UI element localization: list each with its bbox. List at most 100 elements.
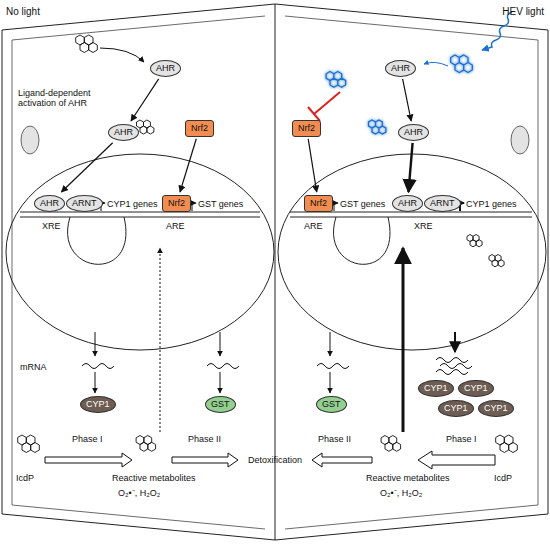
transcription-start <box>334 203 338 211</box>
transcription-start <box>192 203 196 211</box>
molecule <box>489 255 504 267</box>
receptor-ellipse: AHR <box>385 60 416 77</box>
molecule <box>369 120 386 134</box>
node-label: Nrf2 <box>298 123 315 133</box>
enzyme-ellipse: GST <box>316 396 347 413</box>
annotation: Phase II <box>188 434 221 444</box>
molecule <box>76 35 98 53</box>
phase-arrow <box>45 453 132 467</box>
arrow-connector <box>61 143 112 192</box>
arrow-connector <box>308 139 317 192</box>
transcription-factor-box: Nrf2 <box>292 120 321 137</box>
transcription-factor-box: Nrf2 <box>304 195 333 212</box>
node-label: GST <box>322 399 341 409</box>
molecule <box>451 55 473 73</box>
node-label: CYP1 <box>86 399 110 409</box>
node-label: AHR <box>156 63 175 73</box>
node-label: CYP1 <box>464 383 488 393</box>
panel-title: HEV light <box>502 6 544 18</box>
annotation: Phase I <box>72 434 103 444</box>
molecule <box>467 235 482 247</box>
receptor-ellipse: AHR <box>398 124 429 141</box>
enzyme-ellipse: CYP1 <box>458 380 494 397</box>
arrow <box>220 332 221 356</box>
annotation: XRE <box>42 221 61 231</box>
node-label: AHR <box>398 198 417 208</box>
node-label: AHR <box>404 127 423 137</box>
mrna <box>436 358 472 375</box>
annotation: GST genes <box>340 199 385 209</box>
node-label: ARNT <box>430 198 455 208</box>
annotation: ARE <box>304 221 323 231</box>
annotation: Detoxification <box>248 455 302 465</box>
annotation: XRE <box>414 221 433 231</box>
molecule <box>381 436 401 452</box>
annotation: Phase II <box>318 434 351 444</box>
transcription-start <box>460 203 464 211</box>
annotation: CYP1 genes <box>107 199 158 209</box>
phase-arrow <box>312 453 372 467</box>
panel-outline <box>2 4 548 540</box>
molecules <box>18 35 518 453</box>
annotation: IcdP <box>16 473 34 483</box>
annotation: Reactive metabolites <box>366 473 450 483</box>
arrow-connector <box>409 143 413 192</box>
arrow <box>330 372 331 393</box>
receptor-ellipse: ARNT <box>424 195 461 212</box>
panel-title: No light <box>6 6 40 18</box>
molecule <box>326 72 346 88</box>
arrow <box>424 62 448 66</box>
enzyme-ellipse: CYP1 <box>80 396 116 413</box>
feedback-arrow <box>402 248 405 432</box>
arrow <box>95 332 96 356</box>
node-label: CYP1 <box>484 403 508 413</box>
arrow <box>220 372 221 393</box>
node-label: CYP1 <box>424 383 448 393</box>
annotation: O₂•⁻, H₂O₂ <box>380 488 422 498</box>
mrna <box>207 364 239 369</box>
enzyme-ellipse: CYP1 <box>418 380 454 397</box>
inhibition <box>308 92 340 121</box>
annotation: ARE <box>166 221 185 231</box>
enzyme-ellipse: GST <box>205 396 236 413</box>
node-label: GST <box>211 399 230 409</box>
node-label: AHR <box>114 127 133 137</box>
receptor-ellipse: ARNT <box>66 195 103 212</box>
chaperone <box>21 126 39 154</box>
node-label: AHR <box>391 63 410 73</box>
receptor-ellipse: AHR <box>150 60 181 77</box>
node-label: ARNT <box>72 198 97 208</box>
molecule <box>18 435 40 453</box>
annotation: mRNA <box>20 362 47 372</box>
transcription-factor-box: Nrf2 <box>185 120 214 137</box>
molecule <box>136 436 156 452</box>
annotation: Reactive metabolites <box>112 473 196 483</box>
transcription-factor-box: Nrf2 <box>162 195 191 212</box>
node-label: Nrf2 <box>168 198 185 208</box>
phase-arrow <box>172 453 238 467</box>
enzyme-ellipse: CYP1 <box>478 400 514 417</box>
arrow-connector <box>403 79 412 121</box>
annotation: CYP1 genes <box>466 199 517 209</box>
molecule <box>137 120 154 134</box>
chaperone <box>511 126 529 154</box>
node-label: CYP1 <box>444 403 468 413</box>
arrow <box>330 332 331 356</box>
enzyme-ellipse: CYP1 <box>438 400 474 417</box>
hev-light <box>482 12 512 50</box>
annotation: O₂•⁻, H₂O₂ <box>118 488 160 498</box>
receptor-ellipse: AHR <box>34 195 65 212</box>
phase-arrows <box>45 451 495 469</box>
node-label: AHR <box>40 198 59 208</box>
arrow <box>95 372 96 393</box>
dna <box>290 212 532 217</box>
node-label: Nrf2 <box>191 123 208 133</box>
annotation: Phase I <box>446 434 477 444</box>
arrow-connector <box>180 139 196 192</box>
mrna <box>317 364 349 369</box>
receptor-ellipse: AHR <box>392 195 423 212</box>
nucleus <box>278 154 546 350</box>
annotation: Ligand-dependent activation of AHR <box>18 88 98 109</box>
